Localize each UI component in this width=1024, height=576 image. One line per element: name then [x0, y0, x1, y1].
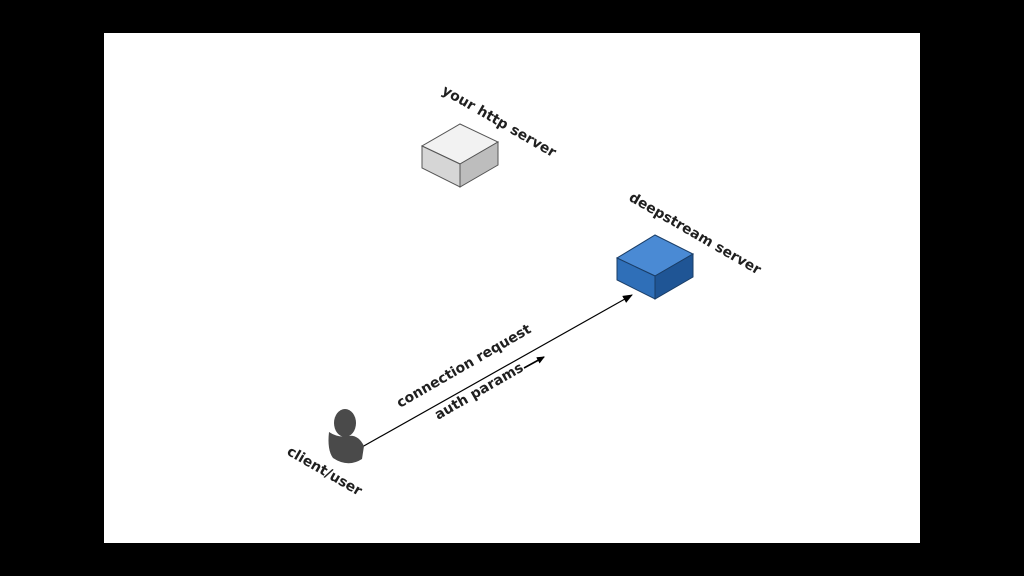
auth-params-arrow [523, 356, 545, 369]
user-icon-body [328, 432, 364, 464]
connection-arrow [361, 294, 633, 448]
deepstream-server-box-right [654, 253, 694, 300]
deepstream-server-node: deepstream server [615, 190, 764, 300]
client-node: client/user [284, 409, 365, 499]
http-server-box-right [459, 141, 499, 188]
http-server-node: your http server [420, 83, 559, 188]
user-icon-head [334, 409, 356, 437]
connection-edge: connection request auth params [361, 294, 633, 448]
user-icon [328, 409, 364, 464]
slide-canvas [104, 33, 920, 543]
http-server-icon [420, 123, 500, 188]
deepstream-server-icon [615, 234, 695, 300]
